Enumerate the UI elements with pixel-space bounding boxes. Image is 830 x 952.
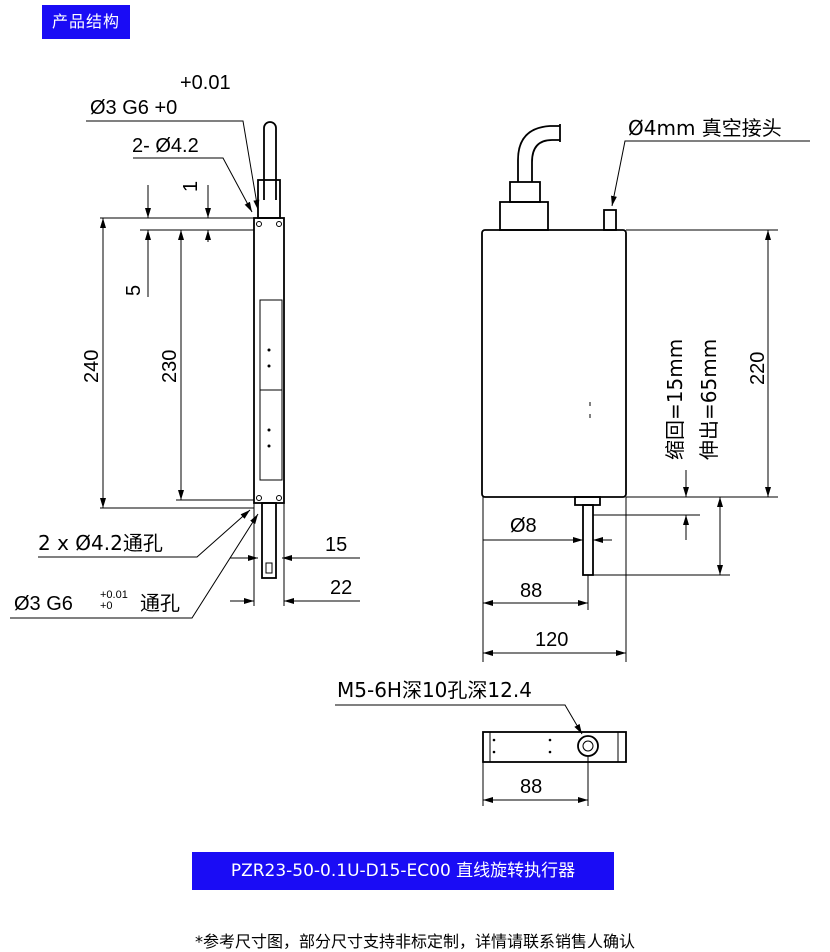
shaft-diameter: Ø8: [510, 515, 537, 537]
dim-220: 220: [747, 352, 769, 385]
vacuum-fitting: [603, 209, 617, 231]
dim-88-bottom: 88: [520, 776, 542, 798]
dim-5: 5: [123, 285, 145, 296]
dim-15: 15: [325, 534, 347, 556]
dim-1: 1: [180, 181, 202, 192]
through-shaft-lower: +0: [100, 600, 113, 612]
connector-front: [499, 201, 549, 231]
round-connector: [577, 735, 599, 757]
dim-240: 240: [81, 350, 103, 383]
through-shaft-label: Ø3 G6: [14, 593, 73, 615]
output-shaft-front: [582, 504, 594, 576]
dim-88-front: 88: [520, 580, 542, 602]
through-holes-label: 2 x Ø4.2通孔: [38, 531, 163, 555]
shaft-tolerance-upper: +0.01: [180, 72, 231, 94]
actuator-body-side: [253, 217, 285, 504]
side-view: 240 230 5 1 +0.01 Ø3 G6 +0 2- Ø4.2 2 x Ø…: [10, 72, 360, 619]
dim-230: 230: [159, 350, 181, 383]
through-shaft-suffix: 通孔: [140, 591, 180, 615]
thread-label: M5-6H深10孔深12.4: [337, 678, 532, 702]
holes-label: 2- Ø4.2: [132, 135, 199, 157]
cable-side: [263, 121, 277, 200]
dim-120: 120: [535, 629, 568, 651]
retract-label: 缩回=15mm: [663, 339, 687, 460]
footnote: *参考尺寸图，部分尺寸支持非标定制，详情请联系销售人确认: [194, 932, 635, 951]
front-view: Ø4mm 真空接头 220 缩回=15mm 伸出=65mm Ø8 88 120: [481, 116, 810, 662]
vacuum-fitting-label: Ø4mm 真空接头: [628, 116, 782, 140]
bottom-view: M5-6H深10孔深12.4 88: [335, 678, 627, 806]
cable-front: [517, 125, 560, 182]
output-shaft-side: [261, 502, 277, 579]
extend-label: 伸出=65mm: [697, 339, 721, 460]
actuator-body-front: [481, 229, 627, 498]
shaft-tolerance-label: Ø3 G6 +0: [90, 97, 177, 119]
section-title-badge: 产品结构: [42, 5, 130, 39]
actuator-body-bottom: [482, 731, 627, 763]
model-name-badge: PZR23-50-0.1U-D15-EC00 直线旋转执行器: [192, 852, 614, 890]
dim-22: 22: [330, 577, 352, 599]
through-shaft-upper: +0.01: [100, 589, 128, 601]
